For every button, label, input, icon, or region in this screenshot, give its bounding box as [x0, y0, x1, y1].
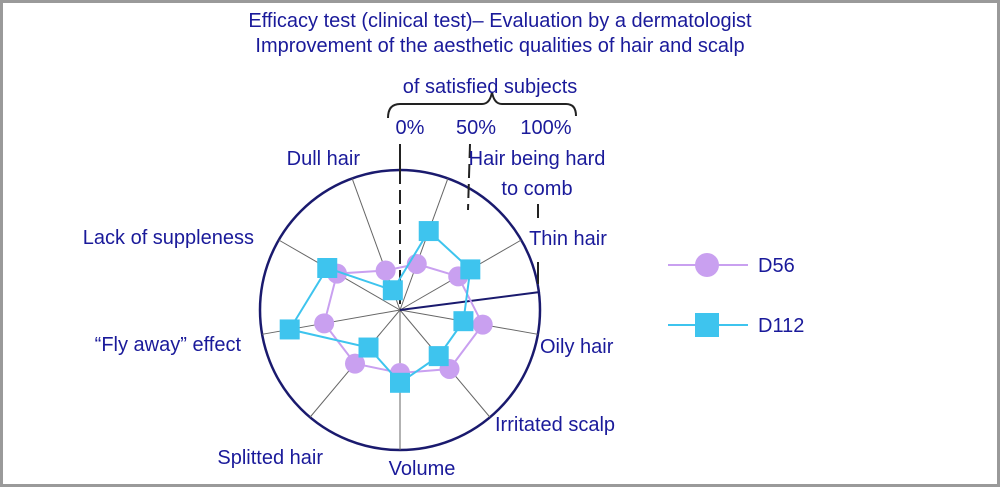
legend-d56-marker: [695, 253, 719, 277]
scale-tick-label-2: 100%: [520, 117, 571, 139]
series-d112-line: [288, 229, 472, 385]
legend-d56-label: D56: [758, 255, 795, 277]
series-d112-point-9: [382, 280, 403, 301]
scale-brace: [387, 91, 577, 119]
series-d112-point-5: [390, 372, 410, 393]
series-d56-point-7: [314, 313, 335, 334]
series-d112-point-8: [317, 258, 338, 278]
series-d112-point-4: [428, 346, 449, 367]
series-d56-line: [323, 262, 484, 375]
series-d112-point-7: [279, 319, 300, 340]
scale-tick-label-0: 0%: [396, 117, 425, 139]
category-label-3: Oily hair: [540, 336, 614, 358]
series-d56-point-3: [472, 314, 493, 335]
category-label-5: Volume: [389, 458, 456, 480]
series-d112-point-2: [460, 259, 481, 280]
category-label-9: Dull hair: [287, 148, 361, 170]
legend-d112-marker: [695, 313, 719, 337]
series-d56-point-6: [345, 353, 366, 374]
series-d112-point-3: [453, 311, 474, 332]
series-d112-point-6: [358, 337, 379, 358]
category-label-8: Lack of suppleness: [83, 227, 254, 249]
category-label-7: “Fly away” effect: [95, 334, 242, 356]
scale-tick-50: [467, 143, 471, 211]
category-label-2: Thin hair: [529, 228, 607, 250]
radar-spoke-1: [399, 178, 449, 311]
category-label-6: Splitted hair: [217, 447, 323, 469]
chart-title-line-1: Efficacy test (clinical test)– Evaluatio…: [248, 10, 752, 32]
chart-title-line-2: Improvement of the aesthetic qualities o…: [255, 35, 745, 57]
category-label-4: Irritated scalp: [495, 414, 615, 436]
scale-caption: of satisfied subjects: [403, 76, 578, 98]
scale-tick-label-1: 50%: [456, 117, 496, 139]
series-d56-point-9: [375, 260, 396, 281]
series-d112-point-1: [418, 221, 439, 242]
legend-d112-label: D112: [758, 315, 804, 337]
